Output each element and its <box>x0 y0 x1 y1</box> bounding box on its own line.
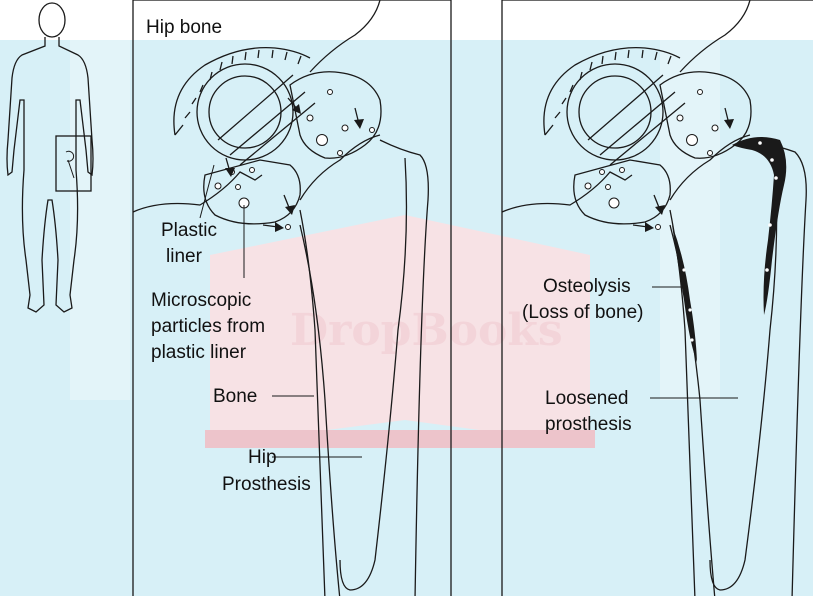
particles-label-3: plastic liner <box>151 342 247 363</box>
osteolysis-hole <box>682 268 685 271</box>
osteolysis-hole <box>770 158 774 162</box>
osteolysis-hole <box>765 268 769 272</box>
particle <box>307 115 313 121</box>
particle <box>342 125 348 131</box>
particle <box>708 151 713 156</box>
particle <box>250 168 255 173</box>
prosthesis-label-2: Prosthesis <box>222 474 311 495</box>
bone-label: Bone <box>213 386 257 407</box>
particle <box>656 225 661 230</box>
hip-bone-title: Hip bone <box>146 17 222 38</box>
particles-label-2: particles from <box>151 316 265 337</box>
watermark-right-pillar <box>660 40 720 400</box>
particle <box>677 115 683 121</box>
plastic-liner-label-1: Plastic <box>161 220 217 241</box>
particle <box>712 125 718 131</box>
loosened-label-2: prosthesis <box>545 414 632 435</box>
particle <box>609 198 619 208</box>
particle <box>698 90 703 95</box>
osteolysis-hole <box>688 308 691 311</box>
loosened-label-1: Loosened <box>545 388 628 409</box>
particle <box>620 168 625 173</box>
particle <box>236 185 241 190</box>
osteolysis-hole <box>774 176 778 180</box>
prosthesis-label-1: Hip <box>248 447 277 468</box>
particle <box>585 183 591 189</box>
particles-label-1: Microscopic <box>151 290 251 311</box>
watermark-book-base <box>205 430 595 448</box>
particle <box>215 183 221 189</box>
osteolysis-hole <box>758 141 762 145</box>
particle <box>687 135 698 146</box>
particle <box>600 170 605 175</box>
osteolysis-label-1: Osteolysis <box>543 276 631 297</box>
particle <box>286 225 291 230</box>
particle <box>328 90 333 95</box>
plastic-liner-label-2: liner <box>166 246 203 267</box>
watermark-left-pillar <box>70 40 130 400</box>
particle <box>606 185 611 190</box>
particle <box>338 151 343 156</box>
figure-head <box>39 3 65 37</box>
particle <box>317 135 328 146</box>
osteolysis-label-2: (Loss of bone) <box>522 302 643 323</box>
osteolysis-hole <box>690 338 693 341</box>
osteolysis-hole <box>768 223 772 227</box>
particle <box>370 128 375 133</box>
